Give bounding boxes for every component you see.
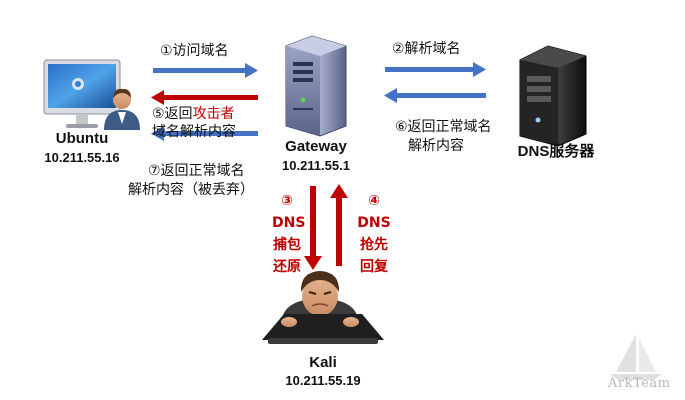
arrow-step5 bbox=[151, 90, 258, 105]
step4-line2: 抢先 bbox=[360, 237, 388, 253]
step3-label: ③ DNS 捕包 还原 bbox=[272, 190, 306, 278]
step4-line1: DNS bbox=[357, 215, 391, 231]
step5-label: ⑤返回攻击者 bbox=[152, 105, 235, 123]
arrow-step7 bbox=[151, 126, 258, 141]
arrow-step4 bbox=[330, 184, 348, 266]
dns-server-name: DNS服务器 bbox=[517, 143, 595, 160]
step3-line1: DNS bbox=[272, 215, 306, 231]
step4-line3: 回复 bbox=[360, 259, 388, 275]
arrow-step3 bbox=[304, 186, 322, 270]
gateway-name: Gateway bbox=[285, 138, 347, 155]
ubuntu-user-icon bbox=[104, 88, 140, 130]
kali-hacker-icon bbox=[262, 271, 384, 344]
step4-label: ④ DNS 抢先 回复 bbox=[357, 190, 391, 278]
step2-label: ②解析域名 bbox=[392, 41, 461, 57]
ubuntu-ip: 10.211.55.16 bbox=[44, 150, 120, 165]
gateway-ip: 10.211.55.1 bbox=[282, 158, 350, 173]
step3-line3: 还原 bbox=[273, 259, 301, 275]
step6-line2: 解析内容 bbox=[408, 138, 464, 154]
arrow-step1 bbox=[153, 63, 258, 78]
step5-attacker: 攻击者 bbox=[192, 106, 235, 122]
kali-ip: 10.211.55.19 bbox=[285, 373, 361, 388]
sailboat-logo-icon bbox=[610, 334, 662, 380]
watermark-text: ArkTeam bbox=[608, 376, 671, 391]
step5-line2: 域名解析内容 bbox=[152, 124, 236, 140]
arrow-step2 bbox=[385, 62, 486, 77]
step5-prefix: ⑤返回 bbox=[152, 106, 193, 122]
arrow-step6 bbox=[384, 88, 486, 103]
step3-num: ③ bbox=[281, 193, 293, 209]
step6-line1: ⑥返回正常域名 bbox=[395, 119, 492, 135]
ubuntu-computer-icon bbox=[43, 59, 121, 128]
gateway-server-icon bbox=[285, 35, 347, 137]
step3-line2: 捕包 bbox=[273, 237, 301, 253]
step7-line1: ⑦返回正常域名 bbox=[148, 163, 245, 179]
step4-num: ④ bbox=[368, 193, 380, 209]
dns-server-icon bbox=[519, 45, 587, 147]
step1-label: ①访问域名 bbox=[160, 43, 229, 59]
kali-name: Kali bbox=[309, 354, 337, 371]
ubuntu-name: Ubuntu bbox=[55, 130, 109, 147]
step7-line2: 解析内容（被丢弃） bbox=[128, 182, 254, 198]
